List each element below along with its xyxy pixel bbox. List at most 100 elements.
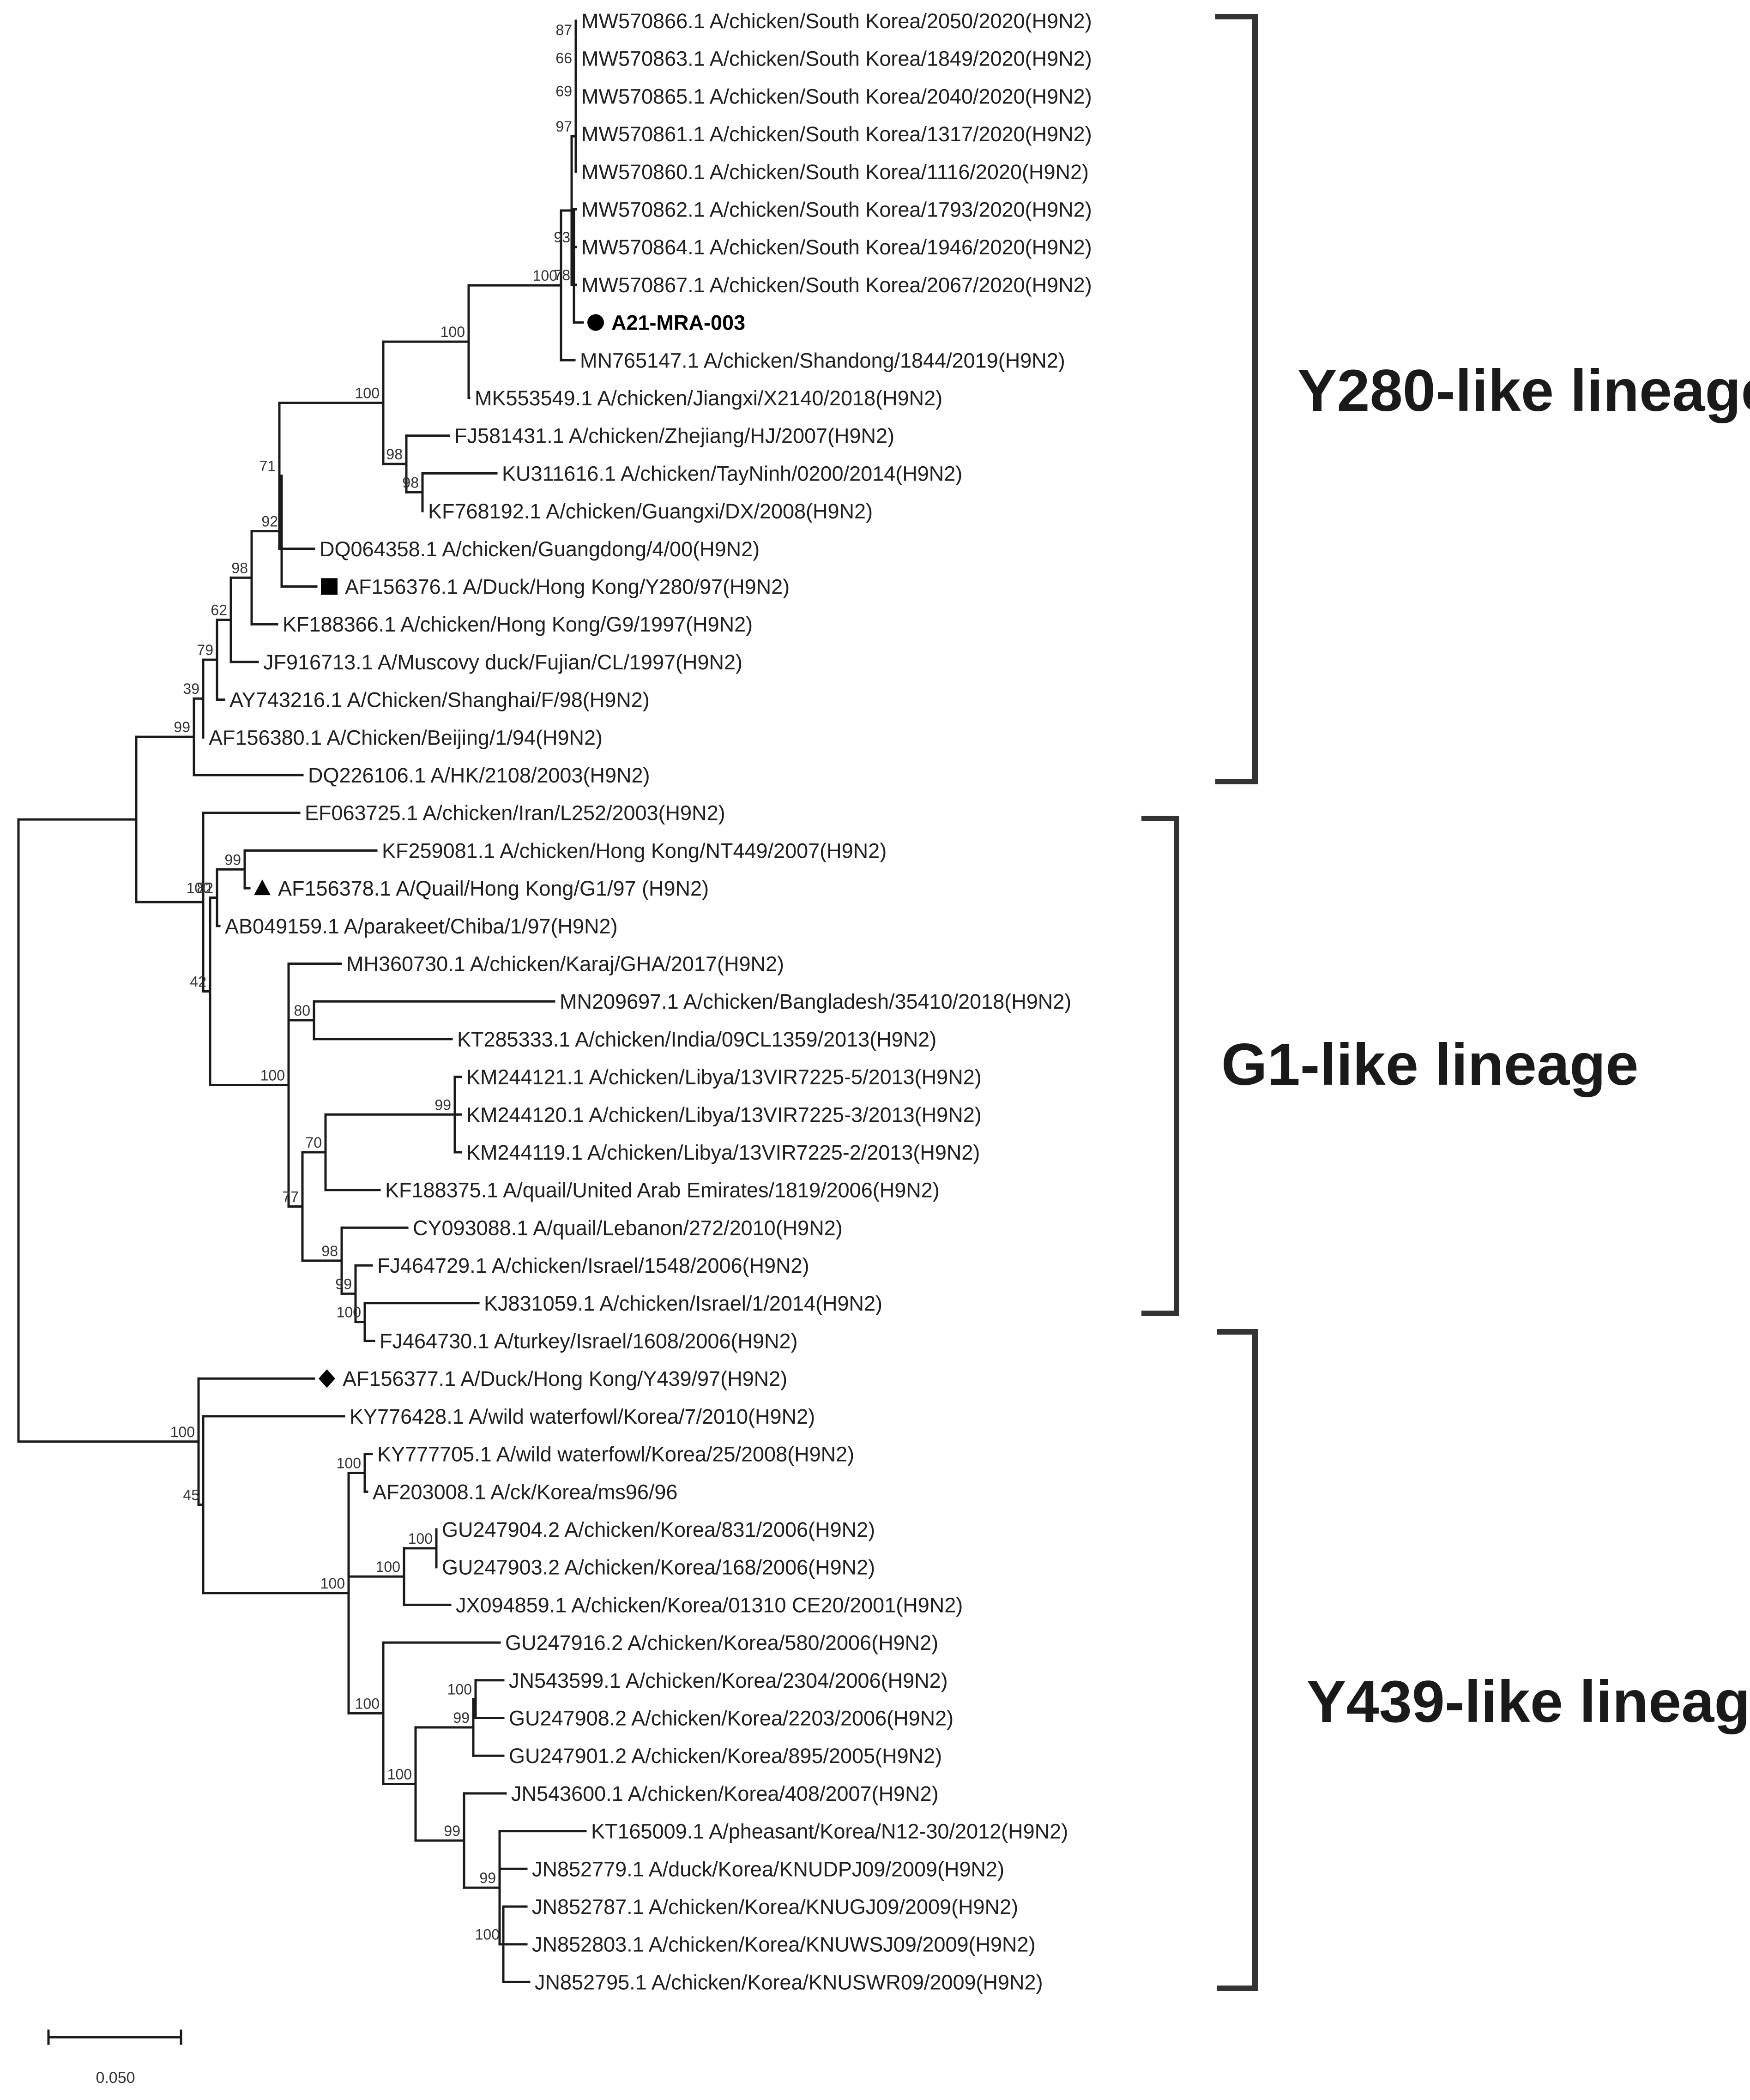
bracket-y280 xyxy=(1215,14,1258,784)
bootstrap-value: 45 xyxy=(183,1486,199,1503)
leaf-label: KM244120.1 A/chicken/Libya/13VIR7225-3/2… xyxy=(466,1103,982,1126)
leaf-label: KM244119.1 A/chicken/Libya/13VIR7225-2/2… xyxy=(466,1141,980,1164)
leaf-label: MK553549.1 A/chicken/Jiangxi/X2140/2018(… xyxy=(475,386,942,410)
leaf-label: AF156378.1 A/Quail/Hong Kong/G1/97 (H9N2… xyxy=(278,877,709,900)
leaf-label: EF063725.1 A/chicken/Iran/L252/2003(H9N2… xyxy=(305,801,725,825)
bootstrap-value: 69 xyxy=(555,83,572,100)
bootstrap-value: 100 xyxy=(408,1530,433,1547)
leaf-label: KU311616.1 A/chicken/TayNinh/0200/2014(H… xyxy=(502,462,962,485)
leaf-label: GU247904.2 A/chicken/Korea/831/2006(H9N2… xyxy=(442,1518,875,1541)
bootstrap-value: 39 xyxy=(183,680,199,697)
leaf-label: MW570865.1 A/chicken/South Korea/2040/20… xyxy=(581,84,1092,108)
leaf-label: GU247903.2 A/chicken/Korea/168/2006(H9N2… xyxy=(442,1556,875,1579)
scale-bar-label: 0.050 xyxy=(96,2069,135,2087)
bootstrap-value: 100 xyxy=(337,1304,361,1321)
bootstrap-value: 100 xyxy=(187,880,211,897)
leaf-label: MW570862.1 A/chicken/South Korea/1793/20… xyxy=(581,198,1092,222)
circle-marker-icon xyxy=(587,314,604,331)
leaf-label: JN543600.1 A/chicken/Korea/408/2007(H9N2… xyxy=(511,1782,939,1805)
leaf-label: MW570863.1 A/chicken/South Korea/1849/20… xyxy=(581,47,1092,71)
bootstrap-value: 82 xyxy=(197,880,213,897)
lineage-brackets xyxy=(1141,14,1258,1991)
leaf-label: FJ464729.1 A/chicken/Israel/1548/2006(H9… xyxy=(377,1254,809,1277)
leaf-label: AY743216.1 A/Chicken/Shanghai/F/98(H9N2) xyxy=(229,688,650,712)
bootstrap-value: 98 xyxy=(386,446,403,463)
bootstrap-value: 98 xyxy=(321,1243,338,1259)
leaf-label: JF916713.1 A/Muscovy duck/Fujian/CL/1997… xyxy=(263,650,742,674)
bracket-g1 xyxy=(1141,816,1179,1316)
bootstrap-value: 62 xyxy=(211,602,227,619)
leaf-label: KM244121.1 A/chicken/Libya/13VIR7225-5/2… xyxy=(466,1065,982,1089)
leaf-label: JN852779.1 A/duck/Korea/KNUDPJ09/2009(H9… xyxy=(532,1857,1004,1881)
leaf-label: AF156377.1 A/Duck/Hong Kong/Y439/97(H9N2… xyxy=(343,1367,787,1390)
leaf-label: MW570867.1 A/chicken/South Korea/2067/20… xyxy=(581,273,1092,297)
leaf-label: KY776428.1 A/wild waterfowl/Korea/7/2010… xyxy=(350,1405,815,1428)
bracket-y439 xyxy=(1217,1329,1258,1991)
bootstrap-value: 79 xyxy=(197,642,213,658)
bootstrap-value: 99 xyxy=(174,719,190,735)
leaf-label: MH360730.1 A/chicken/Karaj/GHA/2017(H9N2… xyxy=(346,952,784,976)
leaf-label: JN852803.1 A/chicken/Korea/KNUWSJ09/2009… xyxy=(532,1933,1036,1956)
leaf-label: MN765147.1 A/chicken/Shandong/1844/2019(… xyxy=(580,349,1065,372)
lineage-label-y439: Y439-like lineage xyxy=(1307,1669,1750,1735)
bootstrap-value: 100 xyxy=(260,1067,285,1083)
bootstrap-value: 98 xyxy=(402,474,419,491)
leaf-label: AB049159.1 A/parakeet/Chiba/1/97(H9N2) xyxy=(225,915,618,938)
leaf-label: FJ464730.1 A/turkey/Israel/1608/2006(H9N… xyxy=(380,1330,798,1353)
bootstrap-values: 8766699793781001009898100719298627939999… xyxy=(170,22,572,1943)
bootstrap-value: 99 xyxy=(479,1870,496,1886)
tree-branches xyxy=(17,19,587,1983)
bootstrap-value: 99 xyxy=(444,1823,460,1839)
leaf-label: JX094859.1 A/chicken/Korea/01310 CE20/20… xyxy=(456,1593,963,1617)
lineage-label-y280: Y280-like lineage xyxy=(1297,358,1750,424)
leaf-label: KF188366.1 A/chicken/Hong Kong/G9/1997(H… xyxy=(283,613,753,636)
bootstrap-value: 97 xyxy=(555,118,572,135)
scale-bar-line xyxy=(47,2029,182,2045)
diamond-marker-icon xyxy=(319,1369,335,1388)
leaf-labels: MW570866.1 A/chicken/South Korea/2050/20… xyxy=(209,9,1092,1994)
lineage-label-g1: G1-like lineage xyxy=(1221,1032,1639,1098)
bootstrap-value: 99 xyxy=(434,1096,451,1113)
leaf-label: KY777705.1 A/wild waterfowl/Korea/25/200… xyxy=(377,1443,854,1466)
bootstrap-value: 100 xyxy=(170,1424,195,1440)
leaf-label: KF188375.1 A/quail/United Arab Emirates/… xyxy=(385,1179,940,1202)
leaf-label: KF768192.1 A/chicken/Guangxi/DX/2008(H9N… xyxy=(428,499,873,523)
bootstrap-value: 100 xyxy=(355,1695,380,1712)
leaf-label: MW570866.1 A/chicken/South Korea/2050/20… xyxy=(581,9,1092,33)
bootstrap-value: 98 xyxy=(231,560,248,576)
leaf-label: FJ581431.1 A/chicken/Zhejiang/HJ/2007(H9… xyxy=(454,424,894,448)
leaf-label: AF156376.1 A/Duck/Hong Kong/Y280/97(H9N2… xyxy=(345,575,790,599)
bootstrap-value: 100 xyxy=(387,1766,412,1782)
leaf-label: A21-MRA-003 xyxy=(611,311,745,335)
leaf-label: MW570861.1 A/chicken/South Korea/1317/20… xyxy=(581,122,1092,146)
leaf-label: AF156380.1 A/Chicken/Beijing/1/94(H9N2) xyxy=(209,726,603,749)
leaf-label: MW570864.1 A/chicken/South Korea/1946/20… xyxy=(581,235,1092,259)
bootstrap-value: 92 xyxy=(261,513,278,530)
leaf-label: KT285333.1 A/chicken/India/09CL1359/2013… xyxy=(457,1028,936,1051)
triangle-marker-icon xyxy=(254,879,271,896)
leaf-label: KJ831059.1 A/chicken/Israel/1/2014(H9N2) xyxy=(484,1292,882,1315)
leaf-label: AF203008.1 A/ck/Korea/ms96/96 xyxy=(373,1480,677,1504)
bootstrap-value: 99 xyxy=(224,851,241,868)
bootstrap-value: 100 xyxy=(447,1681,472,1698)
bootstrap-value: 99 xyxy=(453,1709,470,1726)
leaf-label: GU247908.2 A/chicken/Korea/2203/2006(H9N… xyxy=(509,1707,953,1730)
bootstrap-value: 77 xyxy=(282,1188,299,1205)
square-marker-icon xyxy=(321,578,338,595)
leaf-label: DQ064358.1 A/chicken/Guangdong/4/00(H9N2… xyxy=(320,537,760,561)
bootstrap-value: 100 xyxy=(355,385,380,402)
leaf-label: GU247901.2 A/chicken/Korea/895/2005(H9N2… xyxy=(509,1744,942,1768)
leaf-label: MN209697.1 A/chicken/Bangladesh/35410/20… xyxy=(560,990,1071,1013)
bootstrap-value: 93 xyxy=(554,229,570,246)
bootstrap-value: 99 xyxy=(335,1276,352,1292)
bootstrap-value: 70 xyxy=(305,1134,322,1151)
bootstrap-value: 78 xyxy=(554,267,570,283)
bootstrap-value: 100 xyxy=(337,1455,361,1471)
bootstrap-value: 80 xyxy=(294,1002,310,1019)
bootstrap-value: 87 xyxy=(555,22,572,38)
leaf-label: KT165009.1 A/pheasant/Korea/N12-30/2012(… xyxy=(591,1820,1068,1843)
scale-bar: 0.050 xyxy=(47,2029,182,2087)
leaf-label: DQ226106.1 A/HK/2108/2003(H9N2) xyxy=(308,764,650,787)
leaf-label: JN852795.1 A/chicken/Korea/KNUSWR09/2009… xyxy=(535,1970,1043,1994)
